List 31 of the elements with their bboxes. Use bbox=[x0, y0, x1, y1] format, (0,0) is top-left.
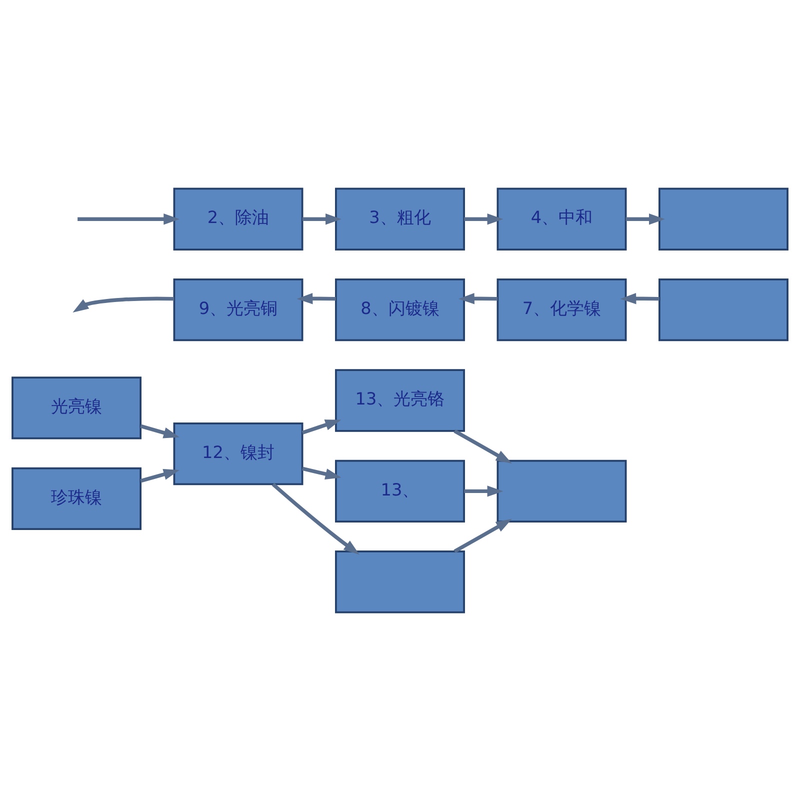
arrow bbox=[140, 424, 180, 438]
arrow bbox=[272, 482, 360, 554]
node-box bbox=[658, 187, 788, 250]
arrow bbox=[454, 518, 512, 553]
arrow bbox=[464, 213, 504, 224]
node-box bbox=[335, 550, 465, 613]
arrow bbox=[296, 292, 336, 304]
arrow bbox=[78, 213, 180, 224]
node-box: 8、闪镀镍 bbox=[335, 278, 465, 341]
node-box: 珍珠镍 bbox=[12, 466, 142, 530]
node-box: 9、光亮铜 bbox=[173, 278, 304, 341]
arrow bbox=[302, 419, 342, 434]
arrow bbox=[302, 466, 342, 479]
arrow bbox=[620, 292, 660, 304]
arrow bbox=[626, 213, 665, 224]
node-box: 13、 bbox=[335, 459, 465, 522]
node-box bbox=[658, 278, 788, 341]
node-box: 3、粗化 bbox=[335, 187, 465, 250]
node-box: 12、镍封 bbox=[173, 422, 304, 485]
arrow bbox=[454, 428, 512, 463]
node-box: 13、光亮铬 bbox=[335, 368, 465, 432]
arrow bbox=[458, 292, 498, 304]
arrow bbox=[140, 468, 180, 482]
node-box: 7、化学镍 bbox=[496, 278, 627, 341]
arrow bbox=[302, 213, 342, 224]
node-box: 2、除油 bbox=[173, 187, 304, 250]
node-box bbox=[496, 459, 627, 522]
arrow bbox=[72, 296, 174, 312]
node-box: 光亮镍 bbox=[12, 376, 142, 439]
arrow bbox=[464, 485, 504, 496]
node-box: 4、中和 bbox=[496, 187, 627, 250]
